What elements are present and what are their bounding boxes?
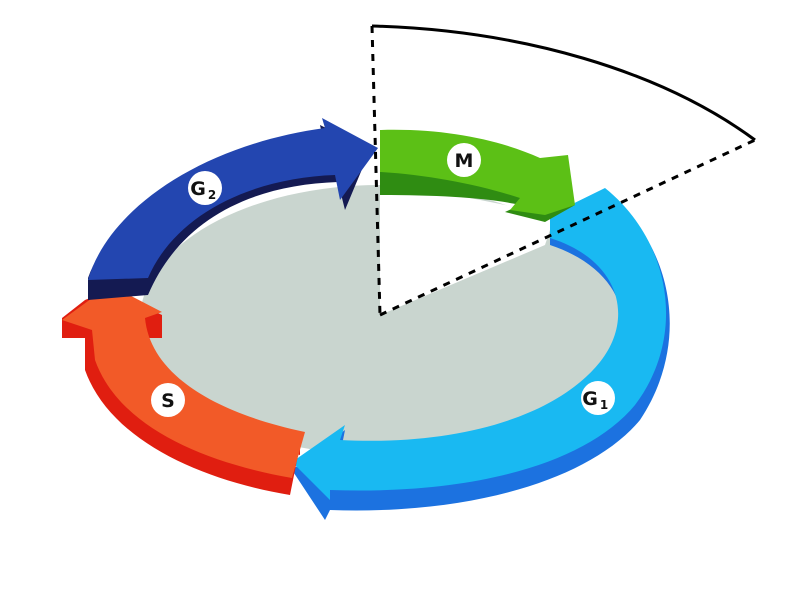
svg-text:G: G — [190, 178, 206, 200]
g1-arrow-top — [292, 188, 667, 500]
label-m: M — [447, 143, 481, 177]
svg-text:2: 2 — [208, 188, 216, 202]
svg-text:M: M — [455, 150, 474, 172]
m-arrow — [380, 129, 575, 222]
g1-arrow — [292, 188, 670, 520]
sector-edge-vertical — [370, 25, 382, 316]
label-g1-subscript: 1 — [600, 398, 608, 412]
svg-text:S: S — [161, 390, 175, 412]
label-s: S — [151, 383, 185, 417]
s-arrow — [62, 285, 305, 495]
label-g2-circle — [188, 171, 222, 205]
svg-text:G: G — [582, 388, 598, 410]
svg-text:1: 1 — [600, 398, 608, 412]
label-g2-text: G — [190, 178, 206, 200]
label-g1: G 1 — [581, 381, 615, 415]
label-m-text: M — [455, 150, 474, 172]
removed-sector — [380, 180, 555, 315]
label-s-text: S — [161, 390, 175, 412]
sector-arc — [371, 24, 756, 142]
label-g1-text: G — [582, 388, 598, 410]
label-g1-circle — [581, 381, 615, 415]
g2-arrow-top — [88, 118, 378, 280]
label-g2: G 2 — [188, 171, 222, 205]
label-m-circle — [447, 143, 481, 177]
m-arrow-top — [380, 129, 575, 215]
g2-arrow — [88, 118, 378, 300]
label-s-circle — [151, 383, 185, 417]
label-g2-subscript: 2 — [208, 188, 216, 202]
s-arrow-top — [62, 285, 305, 478]
